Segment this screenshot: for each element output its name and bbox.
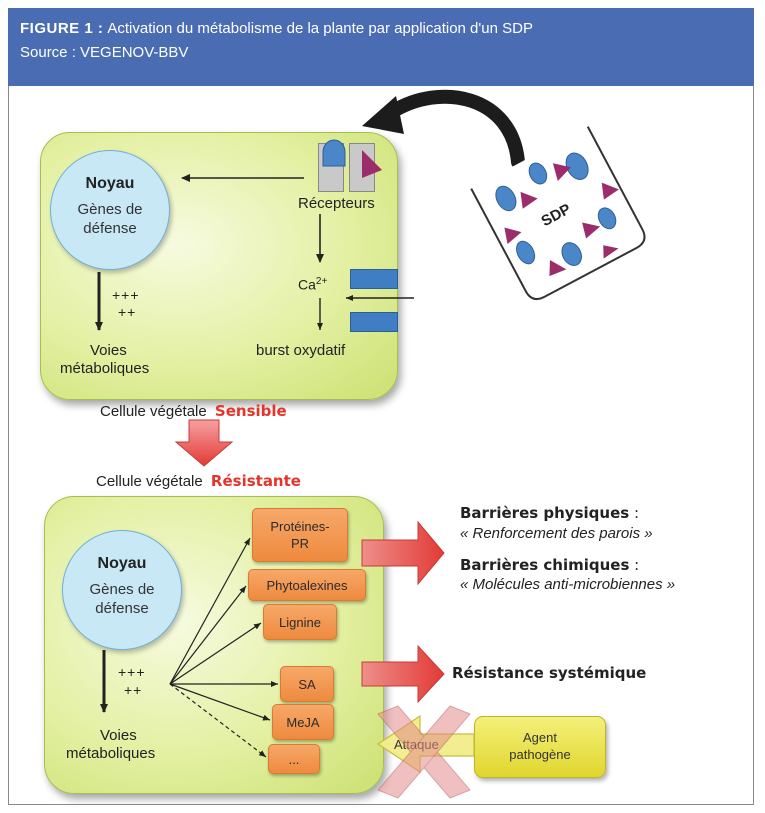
physical-title: Barrières physiques: [460, 504, 630, 522]
cell-state-sensible: Cellule végétale Sensible: [100, 402, 287, 420]
nucleus-bottom: Noyau Gènes de défense: [62, 530, 182, 650]
genes-line-1: Gènes de: [77, 201, 143, 218]
cell-state-resistante: Cellule végétale Résistante: [96, 472, 301, 490]
physical-barriers-title: Barrières physiques :: [460, 504, 639, 522]
genes-line-2: défense: [83, 220, 137, 237]
state-resistante: Résistante: [210, 472, 301, 490]
systemic-resistance: Résistance systémique: [452, 664, 647, 682]
proteines-line-2: PR: [290, 536, 310, 551]
pathogen-agent-box: Agent pathogène: [474, 716, 606, 778]
cell-label: Cellule végétale: [96, 473, 203, 490]
nucleus-top: Noyau Gènes de défense: [50, 150, 170, 270]
lignine-label: Lignine: [279, 614, 321, 630]
agent-line-1: Agent: [523, 730, 557, 745]
figure-title: FIGURE 1 :Activation du métabolisme de l…: [20, 20, 533, 37]
meja-label: MeJA: [286, 714, 320, 730]
nucleus-label: Noyau: [97, 555, 147, 572]
box-meja: MeJA: [272, 704, 334, 740]
genes-line-1: Gènes de: [89, 581, 155, 598]
chemical-colon: :: [629, 556, 640, 574]
physical-colon: :: [629, 504, 639, 522]
voies-bottom-2: métaboliques: [66, 745, 156, 762]
phytoalexines-label: Phytoalexines: [266, 577, 348, 593]
figure-source: Source : VEGENOV-BBV: [20, 44, 189, 61]
chemical-title: Barrières chimiques: [460, 556, 630, 574]
chemical-barriers-title: Barrières chimiques :: [460, 556, 639, 574]
burst-label: burst oxydatif: [256, 342, 346, 359]
voies-top-2: métaboliques: [60, 360, 150, 377]
cell-label: Cellule végétale: [100, 403, 207, 420]
plus-bottom-1: +++: [118, 664, 146, 680]
proteines-line-1: Protéines-: [270, 519, 330, 534]
box-proteines-pr: Protéines- PR: [252, 508, 348, 562]
plus-top-2: ++: [118, 304, 137, 320]
figure-label: FIGURE 1 :: [20, 20, 104, 37]
channel-top: [350, 269, 398, 289]
etc-label: ...: [288, 751, 300, 767]
box-etc: ...: [268, 744, 320, 774]
sa-label: SA: [298, 676, 316, 692]
physical-barriers-desc: « Renforcement des parois »: [460, 525, 653, 542]
calcium-label: Ca2+: [298, 276, 327, 293]
voies-bottom-1: Voies: [100, 727, 137, 744]
plus-top-1: +++: [112, 287, 140, 303]
plus-bottom-2: ++: [124, 682, 143, 698]
figure-header: FIGURE 1 :Activation du métabolisme de l…: [8, 8, 754, 86]
figure-title-text: Activation du métabolisme de la plante p…: [107, 20, 533, 37]
voies-top-1: Voies: [90, 342, 127, 359]
calcium-base: Ca: [298, 276, 316, 293]
box-sa: SA: [280, 666, 334, 702]
box-phytoalexines: Phytoalexines: [248, 569, 366, 601]
agent-line-2: pathogène: [509, 747, 571, 762]
calcium-charge: 2+: [315, 276, 328, 287]
receptor-right: [349, 143, 375, 192]
nucleus-label: Noyau: [85, 175, 135, 192]
genes-line-2: défense: [95, 600, 149, 617]
state-sensible: Sensible: [214, 402, 287, 420]
receptor-left: [318, 143, 344, 192]
receptors-label: Récepteurs: [298, 195, 375, 212]
channel-bottom: [350, 312, 398, 332]
box-lignine: Lignine: [263, 604, 337, 640]
chemical-barriers-desc: « Molécules anti-microbiennes »: [460, 576, 676, 593]
